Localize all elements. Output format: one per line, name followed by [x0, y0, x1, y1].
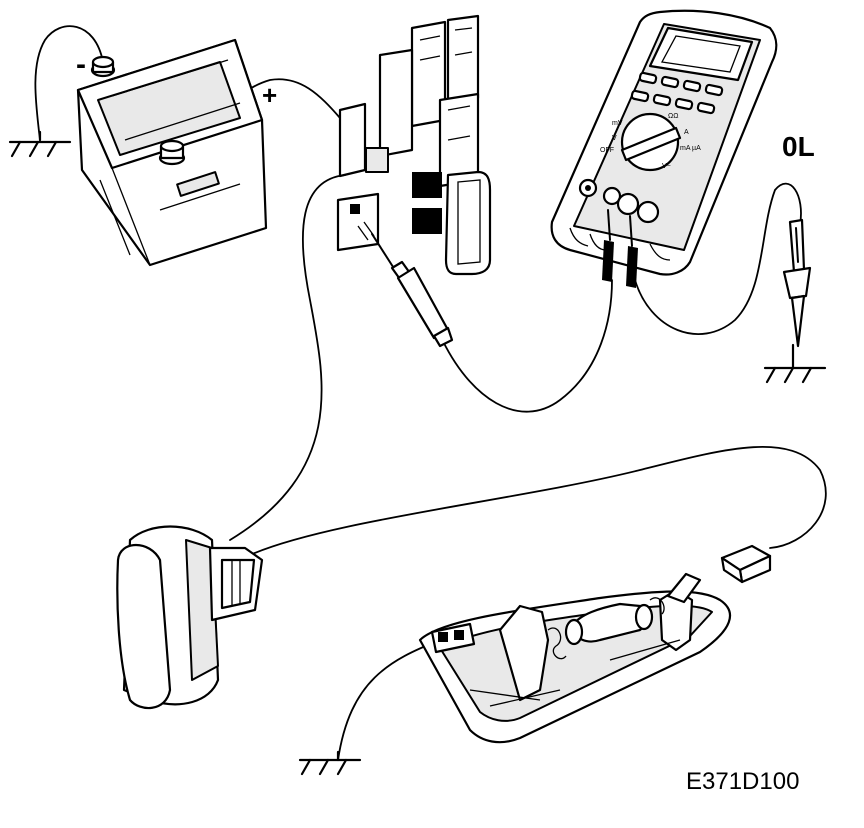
fuse-socket-upper — [338, 102, 367, 178]
ground-symbol-lamp — [298, 750, 362, 776]
switch — [116, 525, 264, 710]
battery — [76, 38, 268, 267]
rotary-dial: mV ΩΩ A mA µA OFF V V~ — [600, 112, 701, 172]
svg-text:ΩΩ: ΩΩ — [668, 113, 678, 120]
svg-text:A: A — [684, 129, 689, 136]
fuse-box — [336, 14, 492, 276]
lamp-bulb — [564, 602, 654, 646]
ground-symbol-battery — [8, 130, 72, 158]
lamp-ground-wire — [337, 639, 441, 761]
blade-fuse — [412, 170, 492, 276]
lamp-connector-plug — [720, 544, 772, 584]
lead-plugs — [602, 209, 638, 288]
svg-text:V~: V~ — [662, 163, 671, 170]
battery-negative-label: - — [76, 48, 86, 81]
ground-symbol-probe — [763, 343, 827, 384]
switch-to-lamp-wire — [249, 446, 827, 556]
multimeter: mV ΩΩ A mA µA OFF V V~ — [550, 9, 778, 288]
figure-reference-label: E371D100 — [686, 768, 800, 795]
fuse-to-switch-wire — [229, 174, 346, 541]
battery-negative-terminal — [90, 55, 116, 78]
meter-reading-label: 0L — [782, 131, 815, 162]
svg-text:V: V — [612, 135, 617, 142]
test-probe-ground — [782, 218, 812, 348]
svg-text:OFF: OFF — [600, 147, 614, 154]
test-probe-fuse — [371, 233, 454, 348]
battery-positive-label: + — [262, 80, 278, 110]
lamp-assembly — [418, 572, 732, 744]
battery-positive-terminal — [158, 139, 186, 166]
battery-ground-wire — [34, 25, 104, 141]
svg-text:mV: mV — [612, 120, 623, 127]
input-jacks — [578, 178, 660, 224]
probe-lead-wire — [439, 279, 613, 413]
svg-text:mA µA: mA µA — [680, 145, 701, 152]
com-lead-wire — [634, 182, 802, 335]
multimeter-display — [648, 26, 754, 82]
multimeter-buttons — [630, 71, 724, 115]
fuse-socket-lower — [336, 192, 380, 252]
